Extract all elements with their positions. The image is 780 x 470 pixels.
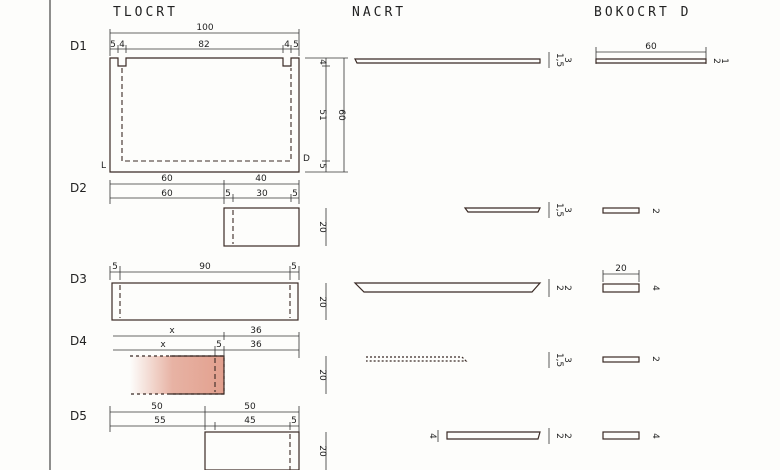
dim-d2-c: 60 — [161, 189, 173, 199]
d1-top-view-plate — [109, 57, 300, 173]
d1-side-view — [595, 58, 707, 64]
dim-d3-side-left: 5 — [112, 262, 118, 272]
d1-corner-left: L — [101, 161, 106, 171]
dim-d4-a: 36 — [250, 326, 262, 336]
dim-d1-side-width: 60 — [645, 42, 657, 52]
dim-d2-side: 5 — [225, 189, 231, 199]
header-side-view: BOKOCRT D — [594, 5, 691, 20]
dim-d2-side-right: 5 — [292, 189, 298, 199]
d2-thickness-b: 3 — [562, 207, 572, 213]
dim-d3-middle: 90 — [199, 262, 211, 272]
d4-top-view-plate — [130, 356, 224, 394]
d3-side-thickness: 4 — [650, 285, 660, 291]
d1-front-view — [354, 58, 541, 64]
dim-d1-gap-left: 4 — [119, 40, 125, 50]
dim-d4-x1: x — [169, 326, 175, 336]
d4-side-view — [602, 356, 640, 363]
d4-thickness-a: 1,5 — [554, 353, 564, 367]
dim-d4-x2: x — [160, 340, 166, 350]
d2-front-view — [463, 207, 541, 213]
dim-d1-middle: 82 — [198, 40, 209, 50]
dim-d2-a: 60 — [161, 174, 173, 184]
header-front-view: NACRT — [352, 5, 406, 20]
dim-d5-c: 55 — [154, 416, 165, 426]
d5-front-thickness: 4 — [427, 433, 437, 439]
dim-d5-side: 5 — [291, 416, 297, 426]
dim-d1-total-height: 60 — [336, 109, 346, 121]
dim-d4-b: 36 — [250, 340, 262, 350]
d1-thickness-b: 3 — [562, 57, 572, 63]
d1-corner-right: D — [303, 154, 310, 164]
d2-side-thickness: 2 — [650, 208, 660, 214]
d1-side-thickness-b: 1 — [719, 58, 729, 64]
part-label-d3: D3 — [70, 272, 87, 286]
dim-d2-b: 40 — [255, 174, 267, 184]
part-label-d4: D4 — [70, 334, 87, 348]
dim-d4-height: 20 — [317, 369, 327, 381]
dim-d5-b: 50 — [244, 402, 256, 412]
header-top-view: TLOCRT — [113, 5, 178, 20]
dim-d4-side: 5 — [216, 340, 222, 350]
part-label-d2: D2 — [70, 181, 87, 195]
d1-side-thickness-a: 2 — [711, 58, 721, 64]
d2-thickness-a: 1,5 — [554, 203, 564, 217]
dim-d1-gap-right: 4 — [284, 40, 290, 50]
dim-d5-a: 50 — [151, 402, 163, 412]
part-label-d1: D1 — [70, 39, 87, 53]
part-label-d5: D5 — [70, 409, 87, 423]
d3-thickness-a: 2 — [554, 285, 564, 291]
d5-thickness-a: 2 — [554, 433, 564, 439]
d3-top-view-plate — [111, 282, 299, 321]
dim-d1-total-width: 100 — [196, 23, 213, 33]
d1-thickness-a: 1,5 — [554, 53, 564, 67]
d2-top-view-plate — [223, 207, 300, 247]
d4-thickness-b: 3 — [562, 357, 572, 363]
d2-side-view — [602, 207, 640, 214]
d3-thickness-b: 2 — [562, 285, 572, 291]
dim-d1-inner-height: 51 — [317, 109, 327, 120]
dim-d3-side-right: 5 — [291, 262, 297, 272]
dim-d1-side-right: 5 — [293, 40, 299, 50]
dim-d1-side-left: 5 — [110, 40, 116, 50]
dim-d5-height: 20 — [317, 445, 327, 457]
d5-side-view — [602, 431, 640, 440]
dim-d1-bottom-margin: 5 — [317, 163, 327, 169]
d1-hidden-edge — [121, 68, 292, 162]
dim-d2-d: 30 — [256, 189, 268, 199]
d5-side-thickness: 4 — [650, 433, 660, 439]
dim-d5-d: 45 — [244, 416, 255, 426]
d3-front-view — [353, 282, 542, 293]
d5-front-view — [446, 431, 541, 440]
d4-front-view — [366, 356, 468, 362]
dim-d1-top-margin: 4 — [317, 59, 327, 65]
d3-side-view — [602, 283, 640, 293]
d4-side-thickness: 2 — [650, 356, 660, 362]
dim-d2-height: 20 — [317, 221, 327, 233]
d5-thickness-b: 2 — [562, 433, 572, 439]
d5-top-view-plate — [204, 431, 300, 470]
dim-d3-side-width: 20 — [615, 264, 627, 274]
dim-d3-height: 20 — [317, 296, 327, 308]
